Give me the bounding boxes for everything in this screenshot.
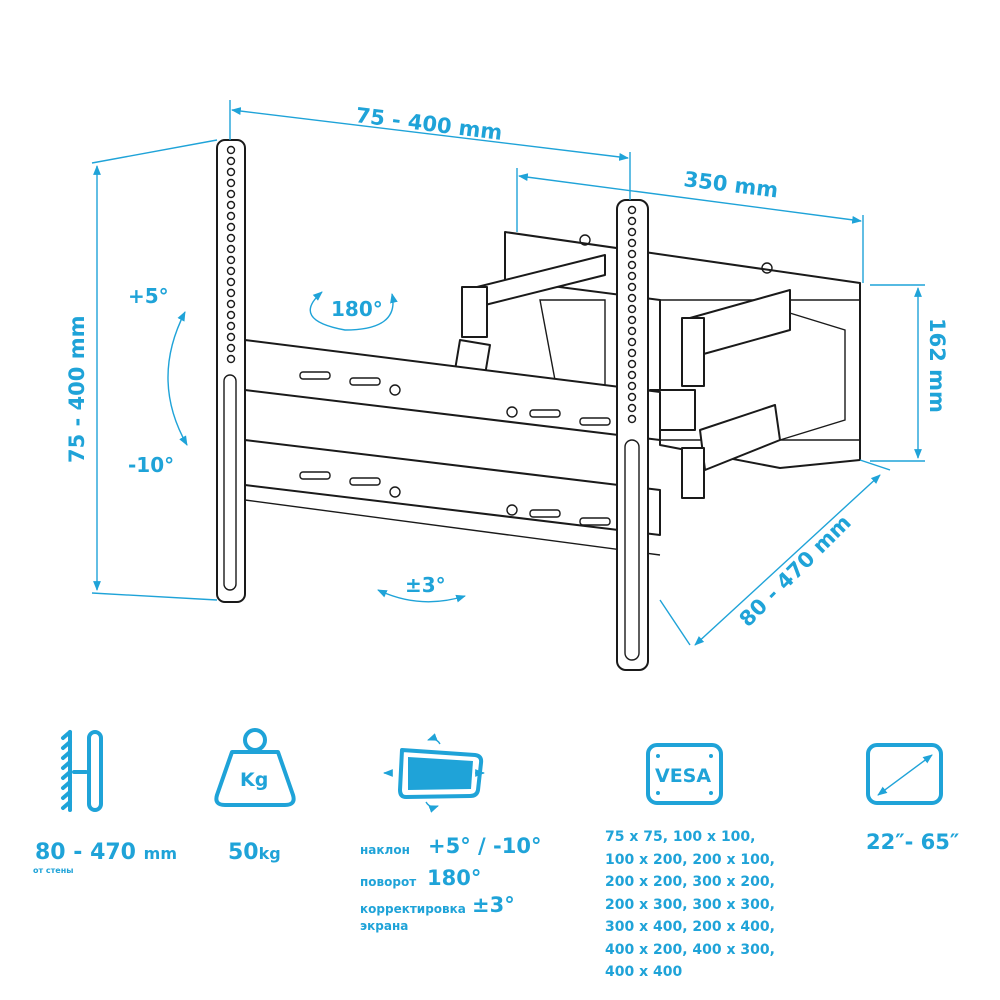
mounting-hole — [627, 315, 637, 325]
mounting-hole — [226, 233, 236, 243]
mounting-hole — [627, 271, 637, 281]
mounting-hole — [627, 348, 637, 358]
svg-text:VESA: VESA — [655, 765, 711, 787]
mounting-hole — [627, 403, 637, 413]
mounting-hole — [627, 414, 637, 424]
tv-rails — [244, 339, 661, 556]
mounting-hole — [226, 321, 236, 331]
screen-size-icon — [866, 743, 943, 805]
mounting-hole — [627, 238, 637, 248]
mounting-hole — [226, 343, 236, 353]
wall-distance-icon — [61, 730, 103, 812]
dimension-lines — [91, 100, 925, 646]
mounting-hole — [627, 260, 637, 270]
tilt-down-label: -10° — [128, 453, 174, 477]
mounting-hole — [226, 288, 236, 298]
swivel-value: 180° — [427, 866, 482, 890]
level-label: корректировка — [360, 902, 466, 916]
tilt-label: наклон — [360, 843, 410, 857]
extension-label: 80 - 470 mm — [735, 510, 856, 631]
mounting-hole — [226, 266, 236, 276]
vesa-pattern-list: 75 x 75, 100 x 100, 100 x 200, 200 x 100… — [605, 829, 775, 980]
mounting-hole — [226, 178, 236, 188]
mounting-hole — [226, 332, 236, 342]
mounting-hole — [226, 222, 236, 232]
mounting-hole — [627, 381, 637, 391]
mounting-hole — [226, 200, 236, 210]
mounting-hole — [627, 392, 637, 402]
mounting-hole — [226, 354, 236, 364]
distance-spec: 80 - 470 mm — [35, 840, 178, 865]
swivel-label: поворот — [360, 875, 417, 889]
mounting-hole — [226, 244, 236, 254]
mounting-hole — [226, 277, 236, 287]
tilt-up-label: +5° — [128, 284, 169, 308]
level-label-2: экрана — [360, 919, 409, 933]
wall-plate-width-label: 350 mm — [682, 167, 779, 202]
mounting-hole — [627, 293, 637, 303]
tilt-value: +5° / -10° — [428, 834, 542, 858]
svg-text:Kg: Kg — [240, 769, 268, 791]
mounting-hole — [226, 189, 236, 199]
mounting-hole — [627, 282, 637, 292]
mounting-hole — [226, 299, 236, 309]
vesa-width-label: 75 - 400 mm — [354, 103, 503, 145]
screen-size-spec: 22″- 65″ — [866, 830, 960, 854]
mounting-hole — [226, 156, 236, 166]
weight-icon: Kg — [214, 728, 296, 807]
rotation-label: ±3° — [405, 573, 446, 597]
mounting-hole — [627, 249, 637, 259]
mounting-hole — [226, 310, 236, 320]
wall-plate-height-label: 162 mm — [925, 318, 949, 413]
mounting-hole — [627, 337, 637, 347]
distance-note: от стены — [33, 866, 74, 875]
mounting-hole — [226, 211, 236, 221]
tilt-swivel-icon — [383, 733, 485, 813]
mounting-hole — [627, 326, 637, 336]
mounting-hole — [627, 304, 637, 314]
mounting-hole — [627, 227, 637, 237]
mounting-hole — [627, 359, 637, 369]
mounting-hole — [226, 167, 236, 177]
vesa-height-label: 75 - 400 mm — [65, 316, 89, 463]
mounting-hole — [226, 255, 236, 265]
weight-spec: 50kg — [228, 840, 281, 865]
level-value: ±3° — [472, 893, 515, 917]
swivel-label: 180° — [331, 297, 383, 321]
vesa-icon: VESA — [646, 743, 723, 805]
mounting-hole — [627, 370, 637, 380]
